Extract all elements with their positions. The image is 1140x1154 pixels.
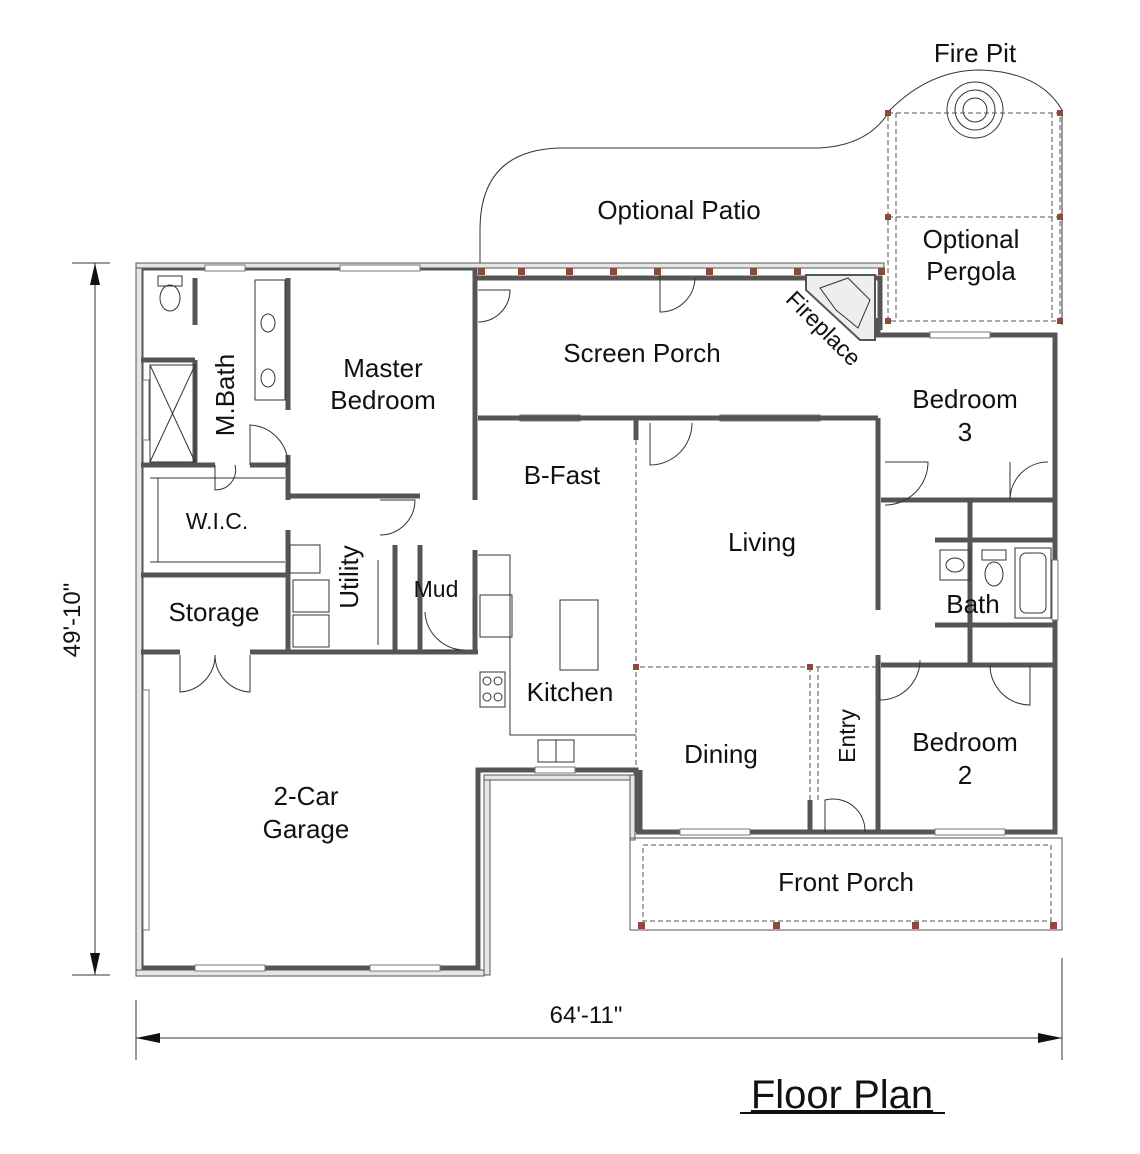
optional-patio-label: Optional Patio [597, 195, 760, 225]
screen-porch-posts [478, 268, 885, 275]
bedroom-3-label-2: 3 [958, 417, 972, 447]
garage-label-2: Garage [263, 814, 350, 844]
front-porch-structure [629, 837, 1063, 931]
door-swings [179, 275, 1049, 833]
fire-pit [946, 81, 1004, 139]
width-dimension-label: 64'-11" [550, 1002, 623, 1029]
bedroom-2-label-2: 2 [958, 760, 972, 790]
utility-label: Utility [334, 545, 364, 609]
fire-pit-label: Fire Pit [934, 38, 1017, 68]
mud-label: Mud [414, 576, 459, 602]
bfast-label: B-Fast [524, 460, 601, 490]
front-porch-label: Front Porch [778, 867, 914, 897]
screen-porch-label: Screen Porch [563, 338, 721, 368]
patio-outline [479, 69, 1063, 325]
master-bedroom-label-1: Master [343, 353, 423, 383]
pergola [885, 110, 1063, 324]
room-divisions [633, 440, 878, 800]
dimension-lines [72, 262, 1063, 1060]
kitchen-label: Kitchen [527, 677, 614, 707]
optional-pergola-label-2: Pergola [926, 256, 1016, 286]
depth-dimension-label: 49'-10" [59, 583, 86, 657]
master-bath-label: M.Bath [210, 354, 240, 436]
windows [142, 264, 1059, 972]
optional-pergola-label-1: Optional [923, 224, 1020, 254]
bedroom-2-label-1: Bedroom [912, 727, 1018, 757]
living-label: Living [728, 527, 796, 557]
garage-label-1: 2-Car [273, 781, 338, 811]
master-bedroom-label-2: Bedroom [330, 385, 436, 415]
wic-label: W.I.C. [186, 508, 249, 534]
fixtures [149, 275, 1052, 763]
storage-label: Storage [168, 597, 259, 627]
dining-label: Dining [684, 739, 758, 769]
bath-label: Bath [946, 589, 1000, 619]
page-title: Floor Plan [751, 1073, 933, 1117]
fireplace-unit [805, 274, 876, 341]
bedroom-3-label-1: Bedroom [912, 384, 1018, 414]
exterior-walls [135, 262, 1058, 977]
entry-label: Entry [834, 709, 860, 763]
